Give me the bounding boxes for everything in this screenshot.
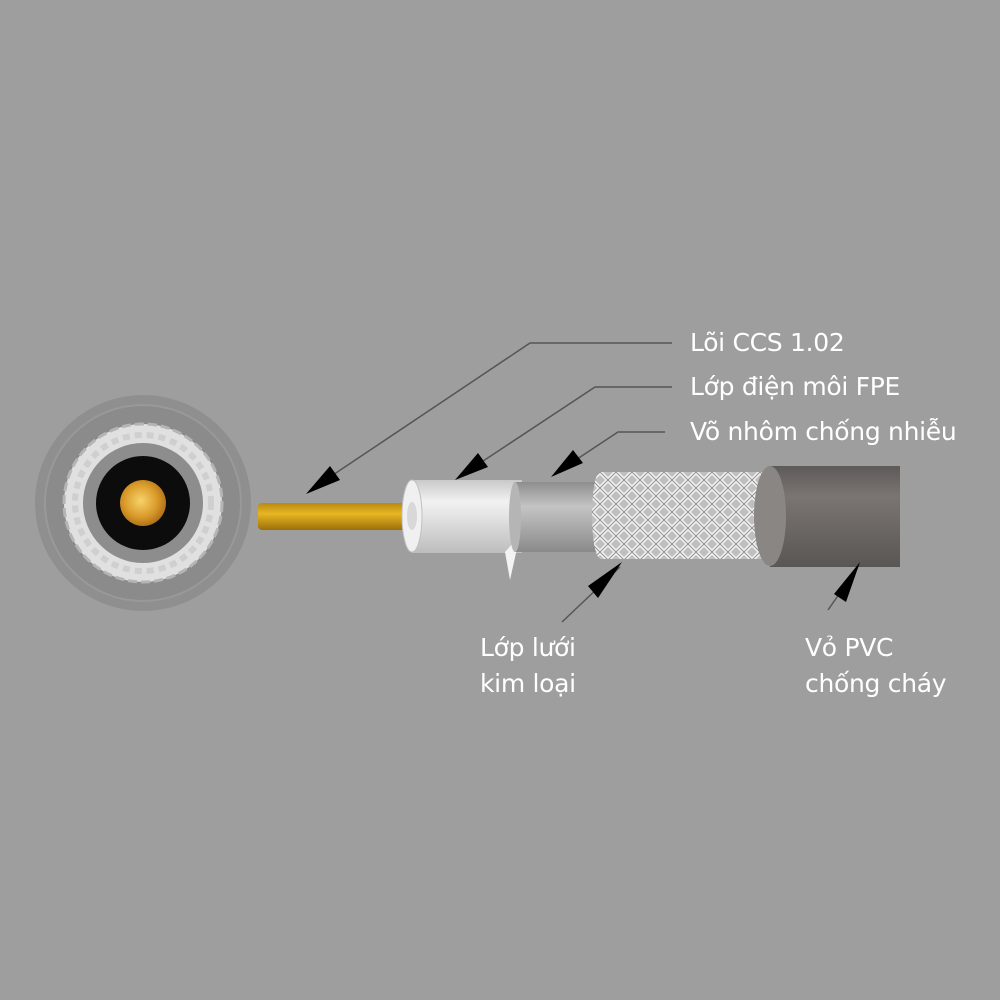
dielectric-layer [412, 480, 522, 553]
label-dielectric: Lớp điện môi FPE [690, 372, 901, 401]
label-jacket-line1: Vỏ PVC [805, 633, 894, 662]
label-jacket-line2: chống cháy [805, 669, 947, 698]
cross-section-core [120, 480, 166, 526]
cable-side-view [258, 466, 900, 580]
cable-cross-section [35, 395, 251, 611]
label-core: Lõi CCS 1.02 [690, 328, 845, 357]
label-mesh-line1: Lớp lưới [480, 633, 576, 662]
leader-dielectric [461, 386, 672, 476]
braid-mesh-layer [600, 472, 780, 559]
label-foil: Võ nhôm chống nhiễu [690, 417, 957, 446]
arrow-core-icon [306, 466, 340, 494]
pvc-jacket [770, 466, 900, 567]
label-mesh-line2: kim loại [480, 669, 576, 698]
leader-core [317, 342, 672, 486]
arrow-dielectric-icon [455, 453, 488, 480]
core-conductor [258, 503, 423, 530]
arrow-jacket-icon [834, 562, 860, 602]
arrowheads [306, 450, 860, 602]
arrow-mesh-icon [588, 562, 622, 598]
arrow-foil-icon [551, 450, 583, 477]
